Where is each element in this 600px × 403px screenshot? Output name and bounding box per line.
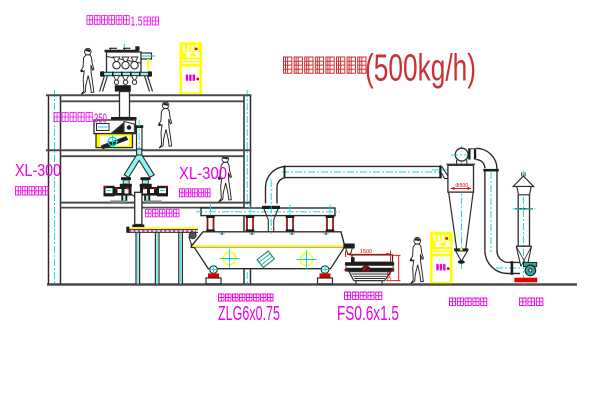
svg-text:XL-300: XL-300 bbox=[179, 163, 227, 183]
svg-text:1.5: 1.5 bbox=[131, 15, 143, 29]
svg-text:(500kg/h): (500kg/h) bbox=[365, 48, 476, 90]
svg-text:FS0.6x1.5: FS0.6x1.5 bbox=[337, 302, 399, 325]
svg-text:341: 341 bbox=[387, 271, 393, 280]
svg-text:1500: 1500 bbox=[360, 249, 372, 255]
svg-text:Φ500: Φ500 bbox=[455, 183, 468, 189]
svg-text:XL-300: XL-300 bbox=[15, 160, 61, 180]
svg-text:ZLG6x0.75: ZLG6x0.75 bbox=[218, 302, 280, 325]
svg-text:350: 350 bbox=[94, 111, 107, 126]
